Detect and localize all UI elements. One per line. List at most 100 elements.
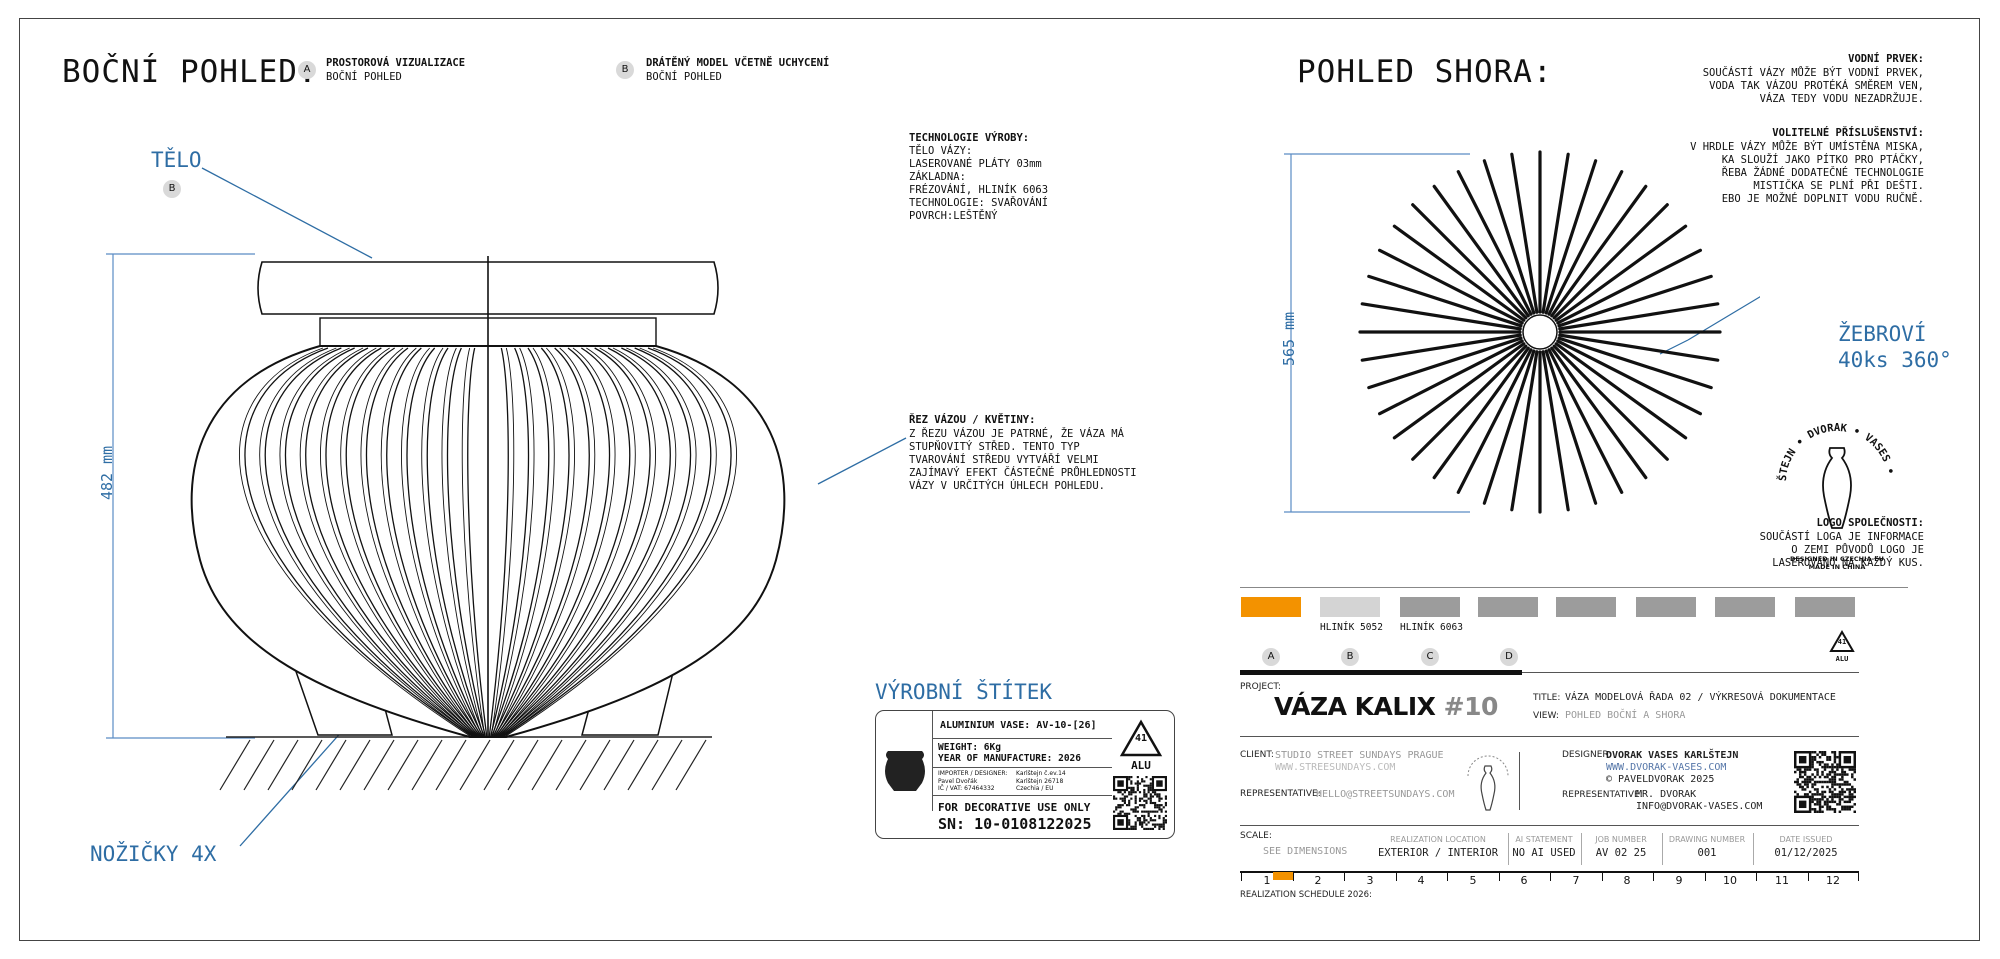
qr-module (1826, 780, 1829, 784)
vase-rib-edge (501, 347, 677, 737)
section-line: Z ŘEZU VÁZOU JE PATRNÉ, ŽE VÁZA MÁ (909, 428, 1124, 440)
qr-module (1848, 798, 1852, 801)
schedule-month-label: 8 (1623, 874, 1631, 887)
plate-divider (932, 738, 1112, 739)
plate-product: ALUMINIUM VASE: AV-10-[26] (940, 720, 1097, 731)
qr-module (1130, 825, 1133, 828)
qr-module (1818, 775, 1822, 779)
materials-divider (1240, 587, 1908, 588)
qr-module (1113, 795, 1116, 798)
client-web[interactable]: WWW.STREESUNDAYS.COM (1275, 762, 1396, 773)
qr-module (1821, 795, 1824, 799)
qr-module (1813, 768, 1817, 771)
top-rib (1411, 344, 1528, 461)
qr-module (1806, 775, 1809, 779)
qr-module (1160, 825, 1163, 828)
qr-module (1149, 784, 1152, 787)
recycle-small-icon (1829, 630, 1855, 652)
view-label: VIEW: (1533, 711, 1559, 721)
qr-module (1823, 751, 1827, 754)
qr-module (1149, 778, 1152, 781)
hatch-line (603, 739, 635, 791)
qr-module (1846, 800, 1849, 804)
qr-module (1833, 751, 1837, 754)
qr-module (1164, 814, 1167, 818)
qr-module (1811, 798, 1814, 801)
qr-module (1115, 808, 1118, 811)
material-swatch (1795, 597, 1855, 617)
vase-rib-edge (504, 347, 717, 737)
accessory-line: V HRDLE VÁZY MŮŽE BÝT UMÍSTĚNA MISKA, (1690, 141, 1924, 153)
recycle-small-number: 41 (1837, 638, 1847, 646)
qr-module (1128, 821, 1131, 824)
qr-module (1138, 782, 1142, 785)
schedule-axis (1240, 871, 1859, 873)
section-line: TVAROVÁNÍ STŘEDU VYTVÁŘÍ VELMI (909, 454, 1099, 466)
title-label: TITLE: (1533, 693, 1561, 703)
plate-recycle-number: 41 (1134, 733, 1148, 744)
qr-module (1143, 814, 1146, 818)
hatch-line (267, 739, 299, 791)
material-swatch (1320, 597, 1380, 617)
badge-a: A (1262, 648, 1280, 666)
top-rib (1544, 159, 1598, 315)
qr-module (1130, 808, 1133, 811)
vase-rib (500, 347, 692, 737)
qr-module (1816, 803, 1819, 806)
qr-module (1147, 812, 1150, 815)
qr-module (1851, 793, 1854, 796)
accessory-line: EBO JE MOŽNÉ DOPLNIT VODU RUČNĚ. (1721, 193, 1924, 205)
qr-module (1821, 790, 1824, 794)
qr-module (1164, 804, 1167, 807)
qr-module (1798, 775, 1802, 779)
plate-address: Karlštejn č.ev.14 Karlštejn 26718 Czechi… (1016, 770, 1066, 793)
qr-finder (1838, 751, 1856, 769)
tech-line: ZÁKLADNA: (909, 171, 966, 183)
qr-module (1158, 814, 1161, 818)
designer-web[interactable]: WWW.DVORAK-VASES.COM (1606, 762, 1727, 773)
qr-module (1160, 797, 1163, 800)
vase-rib (503, 347, 732, 737)
qr-module (1145, 799, 1148, 802)
plate-divider (932, 711, 933, 811)
qr-finder-center (1843, 755, 1852, 764)
qr-module (1843, 780, 1847, 784)
qr-module (1143, 791, 1146, 794)
section-line: VÁZY V URČITÝCH ÚHLECH POHLEDU. (909, 480, 1105, 492)
qr-module (1798, 768, 1802, 771)
qr-module (1841, 790, 1844, 794)
view-value: POHLED BOČNÍ A SHORA (1565, 710, 1686, 721)
top-rib (1378, 339, 1524, 416)
qr-module (1128, 776, 1131, 779)
vase-logo-icon (1822, 447, 1852, 529)
qr-module (1806, 793, 1809, 796)
qr-module (1833, 800, 1837, 804)
qr-module (1119, 791, 1122, 794)
qr-module (1833, 783, 1837, 786)
qr-module (1123, 797, 1126, 800)
qr-module (1831, 808, 1834, 811)
vase-rib (490, 347, 530, 737)
qr-module (1841, 775, 1844, 779)
title-block-rule (1240, 736, 1859, 737)
qr-module (1147, 814, 1150, 818)
qr-module (1132, 786, 1135, 789)
qr-module (1838, 793, 1842, 796)
qr-module (1828, 800, 1832, 804)
qr-module (1833, 780, 1837, 784)
qr-module (1838, 785, 1842, 789)
designer-rep-mail[interactable]: INFO@DVORAK-VASES.COM (1636, 801, 1763, 812)
qr-module (1846, 805, 1849, 809)
qr-module (1134, 799, 1137, 802)
qr-module (1134, 797, 1137, 800)
schedule-month-label: 12 (1826, 874, 1840, 887)
qr-module (1136, 810, 1139, 813)
field-date: DATE ISSUED 01/12/2025 (1753, 835, 1859, 859)
hatch-line (507, 739, 539, 791)
qr-module (1823, 763, 1827, 766)
schedule-tick (1293, 871, 1294, 881)
client-rep-value[interactable]: HELLO@STREETSUNDAYS.COM (1316, 789, 1455, 800)
qr-module (1831, 778, 1834, 781)
qr-module (1846, 808, 1849, 811)
schedule-month-label: 6 (1520, 874, 1528, 887)
